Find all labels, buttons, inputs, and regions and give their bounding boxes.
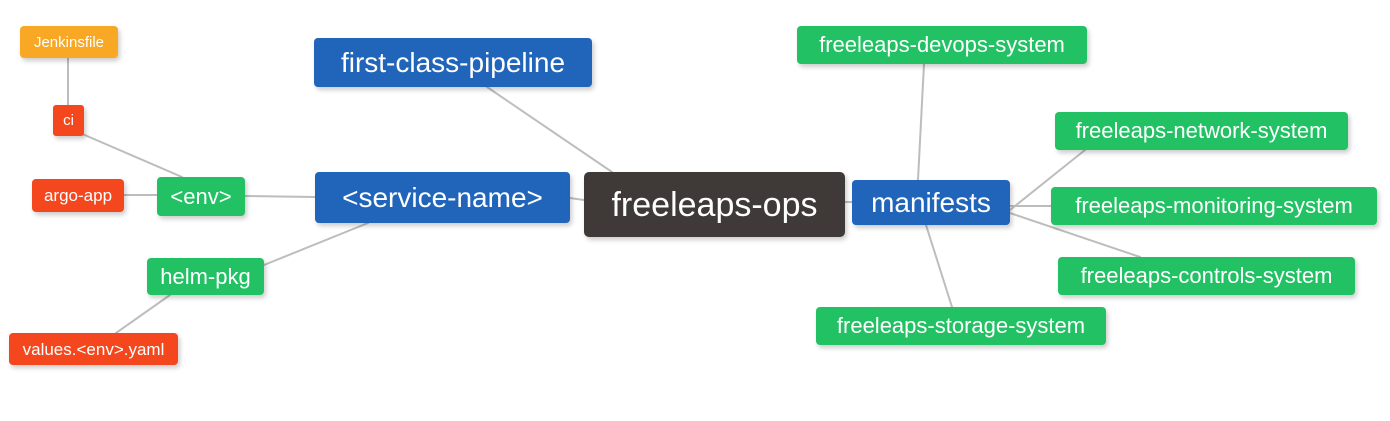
mindmap-edge-env-to-ci bbox=[79, 132, 183, 178]
mindmap-edge-helm-pkg-to-values-env-yaml bbox=[115, 294, 171, 334]
mindmap-node-freeleaps-controls-system[interactable]: freeleaps-controls-system bbox=[1058, 257, 1355, 295]
mindmap-node-env[interactable]: <env> bbox=[157, 177, 245, 216]
mindmap-node-helm-pkg[interactable]: helm-pkg bbox=[147, 258, 264, 295]
mindmap-node-freeleaps-devops-system[interactable]: freeleaps-devops-system bbox=[797, 26, 1087, 64]
mindmap-node-label: ci bbox=[63, 112, 74, 129]
mindmap-node-values-env-yaml[interactable]: values.<env>.yaml bbox=[9, 333, 178, 365]
mindmap-node-label: manifests bbox=[871, 186, 991, 218]
mindmap-node-ci[interactable]: ci bbox=[53, 105, 84, 136]
mindmap-edge-freeleaps-ops-to-service-name bbox=[569, 197, 585, 201]
mindmap-node-label: freeleaps-devops-system bbox=[819, 32, 1065, 57]
mindmap-node-label: Jenkinsfile bbox=[33, 33, 105, 51]
mindmap-node-label: freeleaps-ops bbox=[611, 185, 818, 224]
mindmap-node-label: freeleaps-controls-system bbox=[1080, 263, 1333, 288]
mindmap-node-freeleaps-network-system[interactable]: freeleaps-network-system bbox=[1055, 112, 1348, 150]
mindmap-node-label: values.<env>.yaml bbox=[22, 339, 165, 359]
mindmap-node-first-class-pipeline[interactable]: first-class-pipeline bbox=[314, 38, 592, 87]
mindmap-node-label: freeleaps-network-system bbox=[1075, 118, 1328, 143]
mindmap-node-label: helm-pkg bbox=[160, 263, 251, 289]
mindmap-node-freeleaps-storage-system[interactable]: freeleaps-storage-system bbox=[816, 307, 1106, 345]
mindmap-node-label: freeleaps-monitoring-system bbox=[1075, 193, 1353, 218]
mindmap-edge-service-name-to-env bbox=[244, 195, 316, 198]
mindmap-node-freeleaps-ops[interactable]: freeleaps-ops bbox=[584, 172, 845, 237]
mindmap-node-manifests[interactable]: manifests bbox=[852, 180, 1010, 225]
mindmap-node-label: first-class-pipeline bbox=[340, 46, 566, 78]
mindmap-node-jenkinsfile[interactable]: Jenkinsfile bbox=[20, 26, 118, 58]
mindmap-node-label: argo-app bbox=[43, 186, 113, 205]
mindmap-node-freeleaps-monitoring-system[interactable]: freeleaps-monitoring-system bbox=[1051, 187, 1377, 225]
mindmap-node-label: freeleaps-storage-system bbox=[836, 313, 1086, 338]
mindmap-edge-service-name-to-helm-pkg bbox=[263, 222, 369, 266]
mindmap-edge-freeleaps-ops-to-first-class-pipeline bbox=[486, 86, 613, 173]
mindmap-node-label: <env> bbox=[170, 183, 232, 209]
mindmap-node-label: <service-name> bbox=[342, 181, 543, 213]
mindmap-edge-manifests-to-freeleaps-devops-system bbox=[917, 63, 925, 181]
mindmap-node-argo-app[interactable]: argo-app bbox=[32, 179, 124, 212]
mindmap-edge-manifests-to-freeleaps-storage-system bbox=[925, 224, 953, 308]
mindmap-node-service-name[interactable]: <service-name> bbox=[315, 172, 570, 223]
